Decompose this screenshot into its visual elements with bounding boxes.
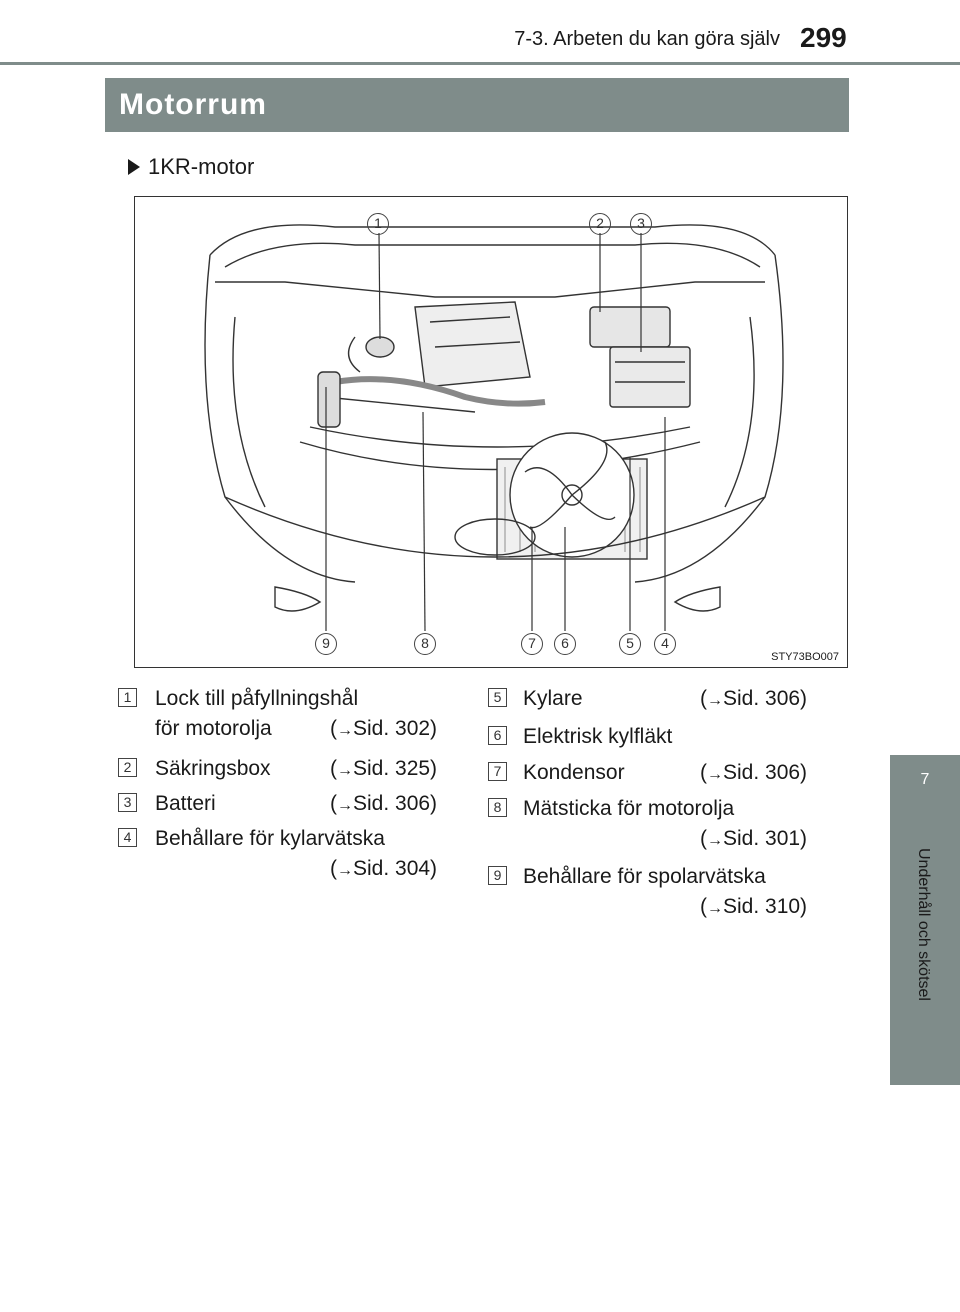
chapter-number: 7 bbox=[920, 771, 930, 788]
page-reference: (→Sid. 301) bbox=[700, 827, 808, 850]
arrow-icon: → bbox=[337, 862, 353, 879]
page-reference-text: Sid. 306) bbox=[353, 792, 438, 815]
page-reference: (→Sid. 306) bbox=[700, 761, 808, 784]
chapter-tab: 7 bbox=[890, 755, 960, 1085]
arrow-icon: → bbox=[707, 900, 723, 917]
legend-text: Batteri bbox=[155, 792, 216, 815]
legend-number-box: 5 bbox=[488, 688, 507, 707]
legend-text: Kylare bbox=[523, 687, 583, 710]
legend-text: Behållare för spolarvätska bbox=[523, 865, 766, 888]
legend-text: Elektrisk kylfläkt bbox=[523, 725, 673, 748]
legend-number-box: 9 bbox=[488, 866, 507, 885]
legend-text: Säkringsbox bbox=[155, 757, 271, 780]
page-reference-text: Sid. 301) bbox=[723, 827, 808, 850]
page-reference: (→Sid. 310) bbox=[700, 895, 808, 918]
callout-4: 4 bbox=[654, 633, 676, 655]
engine-bay-figure: 1 2 3 9 8 7 6 5 4 STY73BO007 bbox=[134, 196, 848, 668]
page-reference: (→Sid. 306) bbox=[330, 792, 438, 815]
arrow-icon: → bbox=[707, 692, 723, 709]
callout-8: 8 bbox=[414, 633, 436, 655]
page-reference: (→Sid. 306) bbox=[700, 687, 808, 710]
chapter-label: Underhåll och skötsel bbox=[915, 848, 932, 1001]
page-reference: (→Sid. 304) bbox=[330, 857, 438, 880]
legend-number-box: 1 bbox=[118, 688, 137, 707]
arrow-icon bbox=[128, 159, 140, 175]
page-reference: (→Sid. 325) bbox=[330, 757, 438, 780]
legend-number-box: 8 bbox=[488, 798, 507, 817]
page-reference-text: Sid. 306) bbox=[723, 761, 808, 784]
callout-9: 9 bbox=[315, 633, 337, 655]
arrow-icon: → bbox=[337, 762, 353, 779]
arrow-icon: → bbox=[337, 722, 353, 739]
callout-3: 3 bbox=[630, 213, 652, 235]
legend-text: för motorolja bbox=[155, 717, 272, 740]
arrow-icon: → bbox=[707, 832, 723, 849]
callout-6: 6 bbox=[554, 633, 576, 655]
callout-1: 1 bbox=[367, 213, 389, 235]
figure-code: STY73BO007 bbox=[771, 651, 839, 663]
legend-number-box: 7 bbox=[488, 762, 507, 781]
engine-bay-illustration bbox=[204, 224, 784, 632]
page-reference-text: Sid. 302) bbox=[353, 717, 438, 740]
legend-text: Lock till påfyllningshål bbox=[155, 687, 359, 710]
page-reference: (→Sid. 302) bbox=[330, 717, 438, 740]
legend-text: Kondensor bbox=[523, 761, 625, 784]
page-number: 299 bbox=[800, 22, 847, 53]
legend-number-box: 4 bbox=[118, 828, 137, 847]
page-reference-text: Sid. 306) bbox=[723, 687, 808, 710]
header-section-title: 7-3. Arbeten du kan göra själv bbox=[514, 28, 780, 50]
header-rule bbox=[0, 62, 960, 65]
legend-number-box: 3 bbox=[118, 793, 137, 812]
legend-number-box: 6 bbox=[488, 726, 507, 745]
callout-2: 2 bbox=[589, 213, 611, 235]
section-title: Motorrum bbox=[105, 78, 849, 132]
arrow-icon: → bbox=[337, 797, 353, 814]
legend-text: Mätsticka för motorolja bbox=[523, 797, 735, 820]
engine-label-text: 1KR-motor bbox=[148, 154, 255, 179]
page-reference-text: Sid. 325) bbox=[353, 757, 438, 780]
page-reference-text: Sid. 304) bbox=[353, 857, 438, 880]
callout-7: 7 bbox=[521, 633, 543, 655]
callout-5: 5 bbox=[619, 633, 641, 655]
arrow-icon: → bbox=[707, 766, 723, 783]
engine-label: 1KR-motor bbox=[128, 154, 254, 180]
page-reference-text: Sid. 310) bbox=[723, 895, 808, 918]
legend-text: Behållare för kylarvätska bbox=[155, 827, 385, 850]
legend-number-box: 2 bbox=[118, 758, 137, 777]
